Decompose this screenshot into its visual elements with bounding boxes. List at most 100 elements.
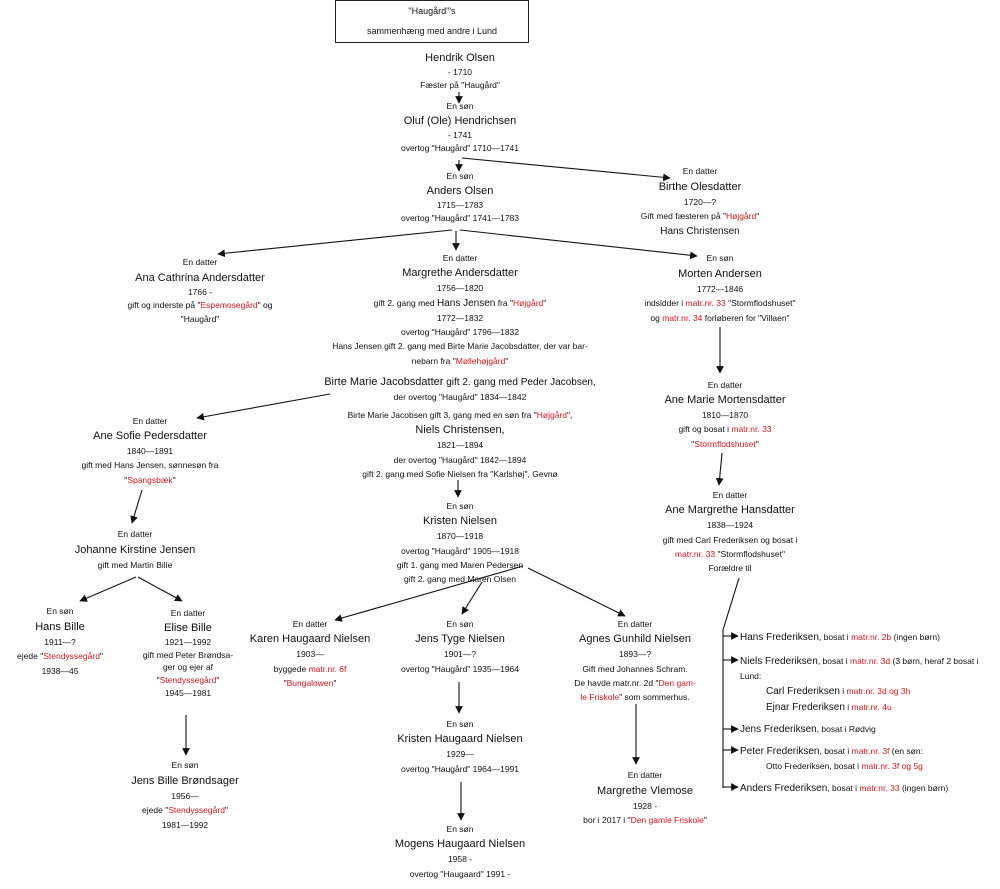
person-detail: 1840—1891 — [126, 446, 174, 457]
relation-label: En datter — [292, 619, 328, 629]
relation-label: En datter — [682, 166, 718, 176]
text: , bosat i — [817, 656, 850, 666]
edge-aneMargrethe-children — [722, 577, 740, 788]
text: " — [543, 297, 547, 308]
place-highlight: Den gamle Friskole — [630, 815, 704, 825]
person-detail: 1901—? — [443, 649, 477, 660]
text: " — [333, 677, 337, 688]
person-detail: 1903— — [296, 649, 324, 660]
person-detail: 1838—1924 — [706, 520, 754, 531]
person-detail: 1911—? — [44, 636, 76, 647]
person-margrethe-vlemose: En datter Margrethe Vlemose 1928 - bor i… — [565, 768, 725, 828]
person-detail: gift 1. gang med Maren Pedersen — [396, 559, 524, 570]
person-detail: gift 2. gang med Sofie Nielsen fra "Karl… — [362, 468, 558, 479]
text: , bosat i — [819, 746, 852, 756]
person-detail: 1928 - — [632, 800, 658, 811]
person-name: Niels Frederiksen — [740, 656, 818, 667]
relation-label: En søn — [706, 253, 734, 263]
relation-label: En datter — [712, 490, 748, 500]
relation-label: En søn — [171, 760, 199, 770]
person-detail: 1958 - — [447, 854, 473, 865]
text: (3 børn, heraf 2 bosat i — [890, 656, 979, 666]
person-birthe-olesdatter: En datter Birthe Olesdatter 1720—? Gift … — [610, 164, 790, 240]
text: Lund: — [740, 671, 762, 681]
relation-label: En søn — [446, 619, 474, 629]
person-detail: Gift med fæsteren på "Højgård" — [610, 209, 790, 224]
person-elise-bille: En datter Elise Bille 1921—1992 gift med… — [128, 607, 248, 700]
relation-label: En datter — [442, 253, 478, 263]
place-highlight: Højgård — [536, 410, 567, 420]
person-detail: overtog "Haugaard" 1991 - — [409, 868, 511, 879]
person-detail: - 1710 — [447, 67, 473, 77]
person-kristen-haugaard-nielsen: En søn Kristen Haugaard Nielsen 1929— ov… — [380, 717, 540, 776]
title-box: "Haugård"'s sammenhæng med andre i Lund — [335, 0, 529, 43]
person-detail: gift med Carl Frederiksen og bosat i — [662, 534, 798, 545]
place-highlight: matr.nr. 34 — [662, 312, 703, 323]
text: (ingen børn) — [899, 783, 949, 793]
person-name: Margrethe Andersdatter — [402, 267, 518, 280]
text: " — [505, 355, 509, 366]
text: " — [172, 474, 176, 485]
place-highlight: Spangsbæk — [127, 474, 173, 485]
person-name: Ane Sofie Pedersdatter — [93, 430, 207, 443]
edge-johanne-hansBille — [79, 576, 137, 602]
person-detail: overtog "Haugård" 1905—1918 — [400, 545, 520, 556]
person-name: Anders Olsen — [426, 185, 494, 197]
person-detail: Hans Jensen gift 2. gang med Birte Marie… — [332, 341, 588, 352]
relation-label: En søn — [46, 606, 74, 616]
text: " — [224, 805, 228, 815]
text: " — [99, 651, 103, 661]
person-name: Kristen Nielsen — [423, 515, 497, 528]
text: " — [756, 211, 760, 221]
text: gift og bosat i — [678, 424, 732, 435]
person-birte-marie-jacobsdatter: Birte Marie Jacobsdatter gift 2. gang me… — [300, 374, 620, 405]
place-highlight: matr.nr. 33 — [731, 424, 772, 435]
person-detail: ejede "Stendyssegård" — [110, 803, 260, 818]
person-name: Hans Christensen — [660, 225, 740, 237]
text: bor i 2017 i " — [583, 815, 631, 825]
text: " — [283, 677, 287, 688]
place-highlight: matr.nr. 3f og 5g — [861, 761, 923, 771]
person-detail: overtog "Haugård" 1964—1991 — [400, 763, 520, 774]
person-detail: gift med Hans Jensen, sønnesøn fra — [81, 460, 219, 471]
person-detail: gift med Martin Bille — [97, 559, 173, 570]
person-detail: Birte Marie Jacobsdatter gift 2. gang me… — [300, 374, 620, 390]
person-name: Karen Haugaard Nielsen — [249, 633, 371, 646]
title-line-2: sammenhæng med andre i Lund — [366, 26, 498, 36]
person-detail: "Haugård" — [180, 313, 220, 324]
text: "Stormflodshuset" — [715, 548, 785, 559]
place-highlight: Bungalowen — [286, 677, 334, 688]
text: indsidder i — [644, 298, 686, 308]
place-highlight: Stendyssegård — [43, 651, 100, 661]
relation-label: En datter — [627, 770, 663, 780]
text: , bosat i — [827, 783, 860, 793]
relation-label: En søn — [446, 171, 474, 181]
person-detail: ejede "Stendyssegård" — [5, 649, 115, 664]
title-line-1: "Haugård"'s — [408, 6, 456, 16]
person-detail: matr.nr. 33 "Stormflodshuset" — [625, 547, 835, 561]
edge-aneSofie-johanne — [130, 489, 143, 524]
person-detail: "Bungalowen" — [240, 676, 380, 690]
person-detail: gift 2. gang med Hans Jensen fra "Højgår… — [300, 296, 620, 311]
place-highlight: matr.nr. 3d og 3h — [846, 686, 911, 696]
person-detail: overtog "Haugård" 1796—1832 — [400, 327, 520, 338]
person-detail: 1938—45 — [41, 665, 79, 676]
person-ana-cathrina: En datter Ana Cathrina Andersdatter 1766… — [100, 256, 300, 326]
person-name: Morten Andersen — [678, 267, 762, 280]
person-detail: Birte Marie Jacobsen gift 3. gang med en… — [300, 408, 620, 422]
person-detail: byggede matr.nr. 6f — [240, 662, 380, 676]
place-highlight: Espemosegård — [200, 300, 258, 310]
place-highlight: matr.nr. 3d — [849, 656, 891, 666]
person-ane-margrethe-hansdatter: En datter Ane Margrethe Hansdatter 1838—… — [625, 488, 835, 575]
person-oluf-hendrichsen: En søn Oluf (Ole) Hendrichsen - 1741 ove… — [360, 100, 560, 155]
person-anders-olsen: En søn Anders Olsen 1715—1783 overtog "H… — [360, 170, 560, 225]
person-detail: gift 2. gang med Maren Olsen — [404, 574, 516, 585]
place-highlight: matr.nr. 3f — [851, 746, 890, 756]
person-johanne-kirstine-jensen: En datter Johanne Kirstine Jensen gift m… — [50, 527, 220, 572]
text: nebarn fra " — [411, 355, 456, 366]
place-highlight: matr.nr. 6f — [308, 663, 347, 674]
person-detail: le Friskole" som sommerhus. — [565, 690, 705, 704]
child-hans-frederiksen: Hans Frederiksen, bosat i matr.nr. 2b (i… — [740, 630, 940, 645]
person-name: Johanne Kirstine Jensen — [74, 543, 196, 556]
text: (en søn: — [889, 746, 923, 756]
